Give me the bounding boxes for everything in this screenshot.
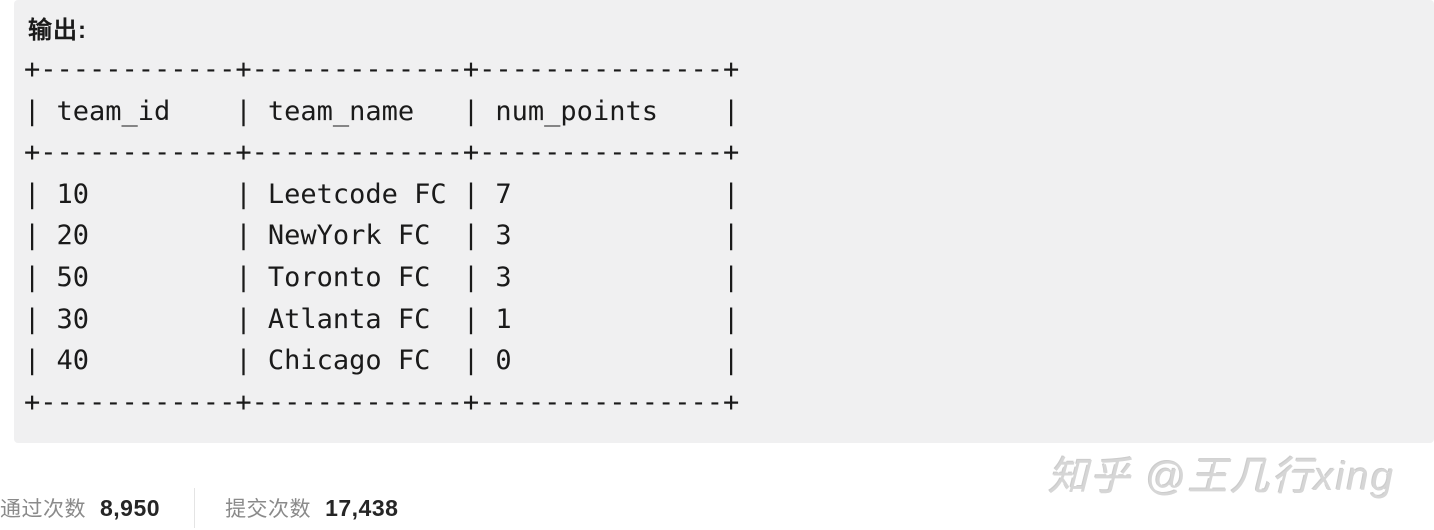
submitted-count-value: 17,438 bbox=[325, 494, 399, 521]
sql-result-ascii-table: +------------+-------------+------------… bbox=[24, 54, 740, 418]
submitted-count-label: 提交次数 bbox=[225, 498, 312, 521]
accepted-count-label: 通过次数 bbox=[0, 498, 86, 521]
accepted-count-value: 8,950 bbox=[100, 494, 161, 521]
stats-bar: 通过次数 8,950 提交次数 17,438 bbox=[0, 486, 398, 530]
output-panel: 输出: +------------+-------------+--------… bbox=[14, 0, 1434, 443]
stats-divider bbox=[194, 488, 196, 528]
output-label: 输出: bbox=[28, 17, 87, 44]
zhihu-watermark: 知乎 @王几行xing bbox=[1048, 455, 1396, 499]
